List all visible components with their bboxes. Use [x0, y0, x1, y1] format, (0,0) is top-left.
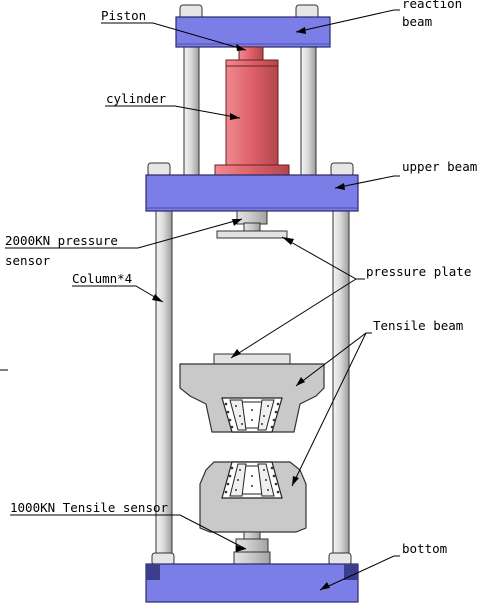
label-columns: Column*4: [72, 271, 132, 286]
label-tensile-beam: Tensile beam: [373, 318, 463, 333]
bottom-beam: [145, 552, 359, 603]
column-upper-right: [300, 44, 317, 176]
label-pressure-sensor-line1: 2000KN pressure: [5, 233, 118, 248]
label-pressure-plate: pressure plate: [366, 264, 471, 279]
cylinder: [214, 59, 290, 176]
label-tensile-sensor: 1000KN Tensile sensor: [10, 500, 169, 515]
label-bottom: bottom: [402, 541, 447, 556]
reaction-beam: [175, 4, 331, 48]
label-upper-beam: upper beam: [402, 159, 477, 174]
pressure-plate-upper: [216, 230, 288, 239]
upper-beam: [145, 162, 359, 212]
tensile-sensor: [233, 531, 271, 565]
label-pressure-sensor-line2: sensor: [5, 253, 51, 268]
label-reaction-beam-line1: reaction: [402, 0, 462, 11]
tensile-beam-lower: [199, 461, 307, 533]
label-reaction-beam-line2: beam: [402, 14, 432, 29]
pressure-plate-lower: [213, 353, 291, 365]
leader-lines: [5, 9, 400, 591]
tensile-beam-upper: [179, 363, 325, 433]
column-lower-right: [332, 207, 350, 559]
leader-arrowheads: [152, 27, 345, 590]
tensile-beam-upper-bolts: [224, 402, 280, 429]
upper-columns: [183, 44, 317, 176]
pressure-sensor: [236, 210, 268, 232]
tensile-beam-lower-bolts: [224, 466, 280, 494]
label-piston: Piston: [101, 8, 146, 23]
label-cylinder: cylinder: [106, 91, 167, 106]
